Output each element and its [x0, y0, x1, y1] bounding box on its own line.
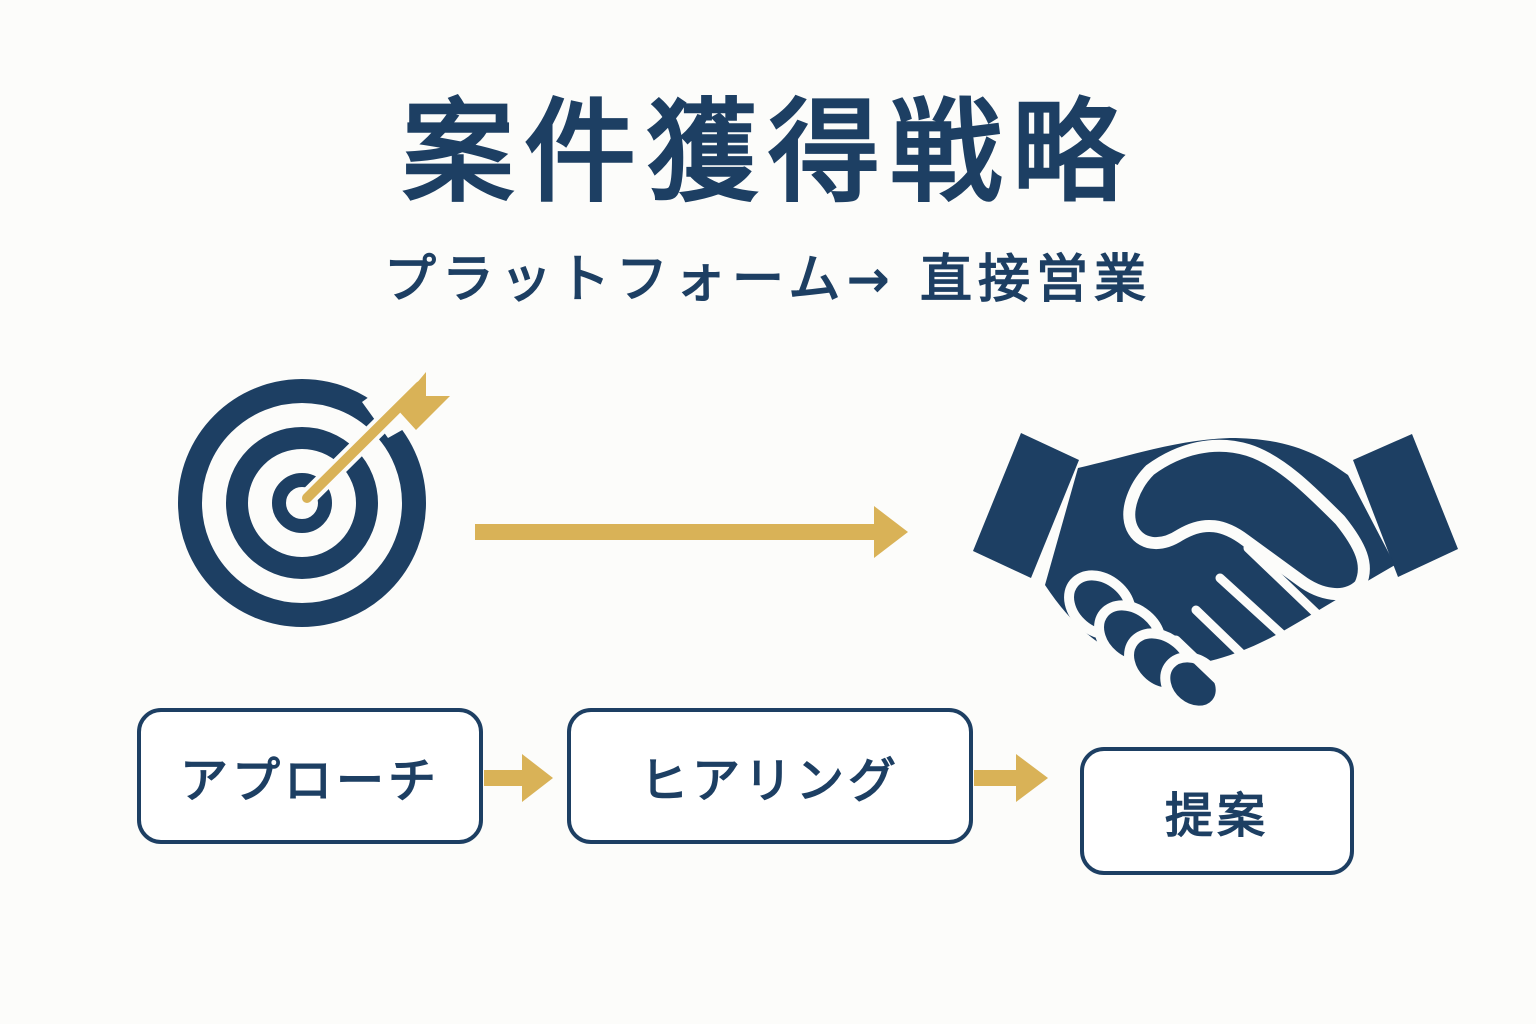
handshake-icon: [973, 433, 1458, 716]
page-subtitle: プラットフォーム→ 直接営業: [383, 250, 1153, 310]
step-hearing-box: ヒアリング: [567, 708, 973, 844]
page-title: 案件獲得戦略: [402, 88, 1134, 218]
main-arrow: [475, 506, 908, 558]
step-proposal-box: 提案: [1080, 747, 1354, 875]
step-arrow-1: [484, 754, 553, 802]
step-arrow-2: [974, 754, 1048, 802]
target-icon: [178, 372, 450, 627]
step-approach-box: アプローチ: [137, 708, 483, 844]
